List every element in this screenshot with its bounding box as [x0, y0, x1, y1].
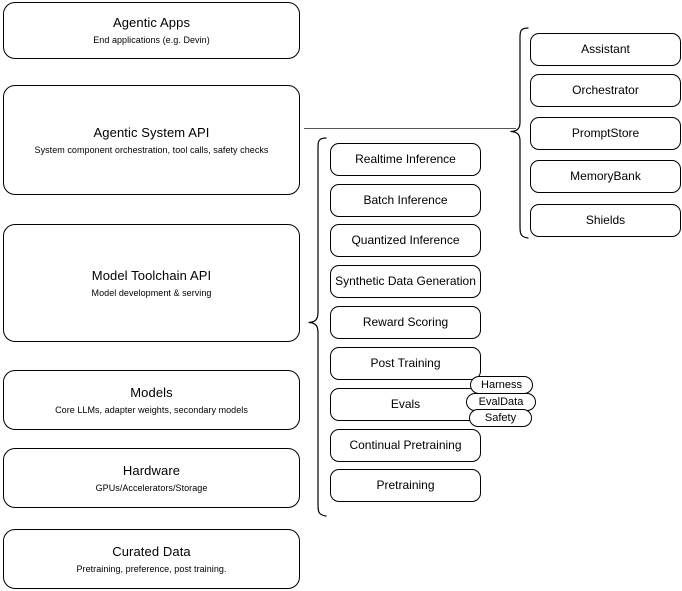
toolchain-component-evals[interactable]: Evals	[330, 388, 481, 421]
agentic-component-assistant[interactable]: Assistant	[530, 33, 681, 66]
toolchain-component-label: Pretraining	[376, 478, 435, 492]
agentic-component-orchestrator[interactable]: Orchestrator	[530, 74, 681, 107]
stack-layer-hardware[interactable]: Hardware GPUs/Accelerators/Storage	[3, 448, 300, 508]
stack-layer-title: Model Toolchain API	[91, 267, 212, 283]
toolchain-component-post-training[interactable]: Post Training	[330, 347, 481, 380]
toolchain-component-synthetic-data-generation[interactable]: Synthetic Data Generation	[330, 265, 481, 298]
stack-layer-subtitle: GPUs/Accelerators/Storage	[95, 482, 208, 493]
toolchain-component-label: Reward Scoring	[362, 315, 449, 329]
toolchain-component-label: Synthetic Data Generation	[335, 274, 476, 288]
toolchain-component-label: Post Training	[370, 356, 441, 370]
toolchain-component-realtime-inference[interactable]: Realtime Inference	[330, 143, 481, 176]
stack-layer-subtitle: System component orchestration, tool cal…	[34, 144, 269, 155]
agentic-component-label: PromptStore	[571, 126, 640, 140]
toolchain-component-label: Quantized Inference	[351, 233, 460, 247]
eval-subcomponent-harness[interactable]: Harness	[470, 376, 533, 394]
toolchain-component-label: Continual Pretraining	[349, 438, 462, 452]
toolchain-component-quantized-inference[interactable]: Quantized Inference	[330, 224, 481, 257]
agentic-component-shields[interactable]: Shields	[530, 204, 681, 237]
brace-agentic-system-components	[508, 26, 532, 242]
toolchain-component-reward-scoring[interactable]: Reward Scoring	[330, 306, 481, 339]
stack-layer-title: Agentic Apps	[112, 15, 191, 30]
toolchain-component-continual-pretraining[interactable]: Continual Pretraining	[330, 429, 481, 462]
agentic-component-promptstore[interactable]: PromptStore	[530, 117, 681, 150]
eval-subcomponent-label: EvalData	[478, 395, 524, 408]
agentic-component-memorybank[interactable]: MemoryBank	[530, 160, 681, 193]
agentic-component-label: Orchestrator	[572, 83, 639, 97]
toolchain-component-batch-inference[interactable]: Batch Inference	[330, 184, 481, 217]
brace-model-toolchain-components	[306, 136, 330, 520]
agentic-component-label: Assistant	[581, 42, 630, 56]
stack-layer-subtitle: End applications (e.g. Devin)	[93, 35, 210, 45]
agentic-component-label: MemoryBank	[570, 169, 641, 183]
toolchain-component-label: Realtime Inference	[355, 152, 456, 166]
eval-subcomponent-safety[interactable]: Safety	[469, 409, 532, 427]
stack-layer-title: Models	[130, 384, 173, 400]
stack-layer-model-toolchain-api[interactable]: Model Toolchain API Model development & …	[3, 224, 300, 342]
toolchain-component-label: Batch Inference	[363, 193, 448, 207]
stack-layer-models[interactable]: Models Core LLMs, adapter weights, secon…	[3, 370, 300, 430]
stack-layer-subtitle: Model development & serving	[91, 287, 212, 298]
toolchain-component-label: Evals	[390, 397, 421, 411]
stack-layer-agentic-apps[interactable]: Agentic Apps End applications (e.g. Devi…	[3, 2, 300, 59]
stack-layer-subtitle: Pretraining, preference, post training.	[76, 563, 227, 574]
stack-layer-title: Curated Data	[112, 543, 191, 559]
stack-layer-title: Hardware	[122, 462, 181, 478]
eval-subcomponent-evaldata[interactable]: EvalData	[466, 393, 536, 411]
stack-layer-agentic-system-api[interactable]: Agentic System API System component orch…	[3, 85, 300, 195]
toolchain-component-pretraining[interactable]: Pretraining	[330, 469, 481, 502]
eval-subcomponent-label: Safety	[484, 411, 517, 424]
stack-layer-title: Agentic System API	[93, 124, 210, 140]
eval-subcomponent-label: Harness	[481, 378, 522, 391]
agentic-component-label: Shields	[585, 213, 626, 227]
stack-layer-subtitle: Core LLMs, adapter weights, secondary mo…	[55, 404, 248, 415]
stack-layer-curated-data[interactable]: Curated Data Pretraining, preference, po…	[3, 529, 300, 589]
